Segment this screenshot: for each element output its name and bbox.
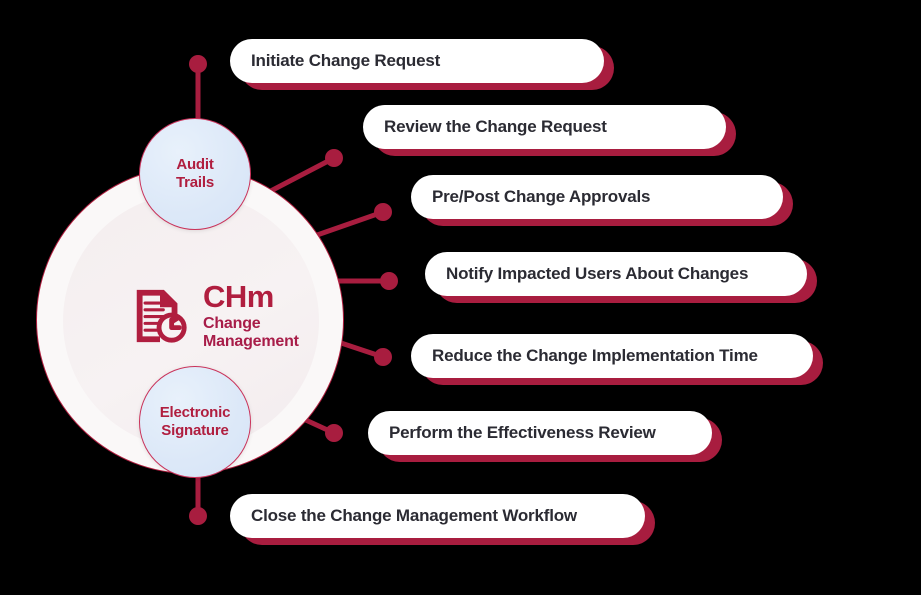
step-pill-perform-effectiveness-review[interactable]: Perform the Effectiveness Review [368, 411, 722, 462]
pill-face[interactable]: Initiate Change Request [230, 39, 604, 83]
connector-dot-3 [374, 203, 392, 221]
step-pill-review-the-change-request[interactable]: Review the Change Request [363, 105, 736, 156]
step-label: Reduce the Change Implementation Time [432, 346, 758, 365]
pill-face[interactable]: Close the Change Management Workflow [230, 494, 645, 538]
step-label: Perform the Effectiveness Review [389, 423, 656, 442]
connector-dot-4 [380, 272, 398, 290]
badge-audit-trails-line-1: Audit [176, 155, 214, 173]
badge-electronic-signature-label: Electronic Signature [160, 404, 231, 441]
connector-dot-6 [325, 424, 343, 442]
step-label: Notify Impacted Users About Changes [446, 264, 749, 283]
hub-subtitle-line-2: Management [203, 332, 299, 350]
step-pill-notify-impacted-users[interactable]: Notify Impacted Users About Changes [425, 252, 817, 303]
badge-electronic-signature-line-2: Signature [161, 422, 229, 439]
badge-electronic-signature-line-1: Electronic [159, 403, 231, 421]
hub-subtitle: Change Management [203, 315, 299, 351]
badge-audit-trails-label: Audit Trails [176, 156, 214, 193]
badge-audit-trails-line-2: Trails [176, 174, 214, 191]
document-refresh-icon [136, 289, 187, 343]
hub-logo: CHm Change Management [129, 281, 299, 351]
pill-face[interactable]: Pre/Post Change Approvals [411, 175, 783, 219]
badge-audit-trails[interactable]: Audit Trails [139, 118, 251, 230]
step-label: Review the Change Request [384, 117, 607, 136]
step-pill-initiate-change-request[interactable]: Initiate Change Request [230, 39, 614, 90]
connector-dot-5 [374, 348, 392, 366]
pill-face[interactable]: Perform the Effectiveness Review [368, 411, 712, 455]
pill-face[interactable]: Review the Change Request [363, 105, 726, 149]
hub-subtitle-line-1: Change [203, 315, 261, 332]
pill-face[interactable]: Reduce the Change Implementation Time [411, 334, 813, 378]
step-pill-reduce-implementation-time[interactable]: Reduce the Change Implementation Time [411, 334, 823, 385]
connector-dot-2 [325, 149, 343, 167]
step-pill-pre-post-change-approvals[interactable]: Pre/Post Change Approvals [411, 175, 793, 226]
hub-title: CHm [203, 279, 274, 314]
connector-dot-1 [189, 55, 207, 73]
connector-dot-7 [189, 507, 207, 525]
step-label: Initiate Change Request [251, 51, 441, 70]
step-pill-close-change-management-workflow[interactable]: Close the Change Management Workflow [230, 494, 655, 545]
badge-electronic-signature[interactable]: Electronic Signature [139, 366, 251, 478]
pill-face[interactable]: Notify Impacted Users About Changes [425, 252, 807, 296]
step-label: Close the Change Management Workflow [251, 506, 577, 525]
step-label: Pre/Post Change Approvals [432, 187, 651, 206]
